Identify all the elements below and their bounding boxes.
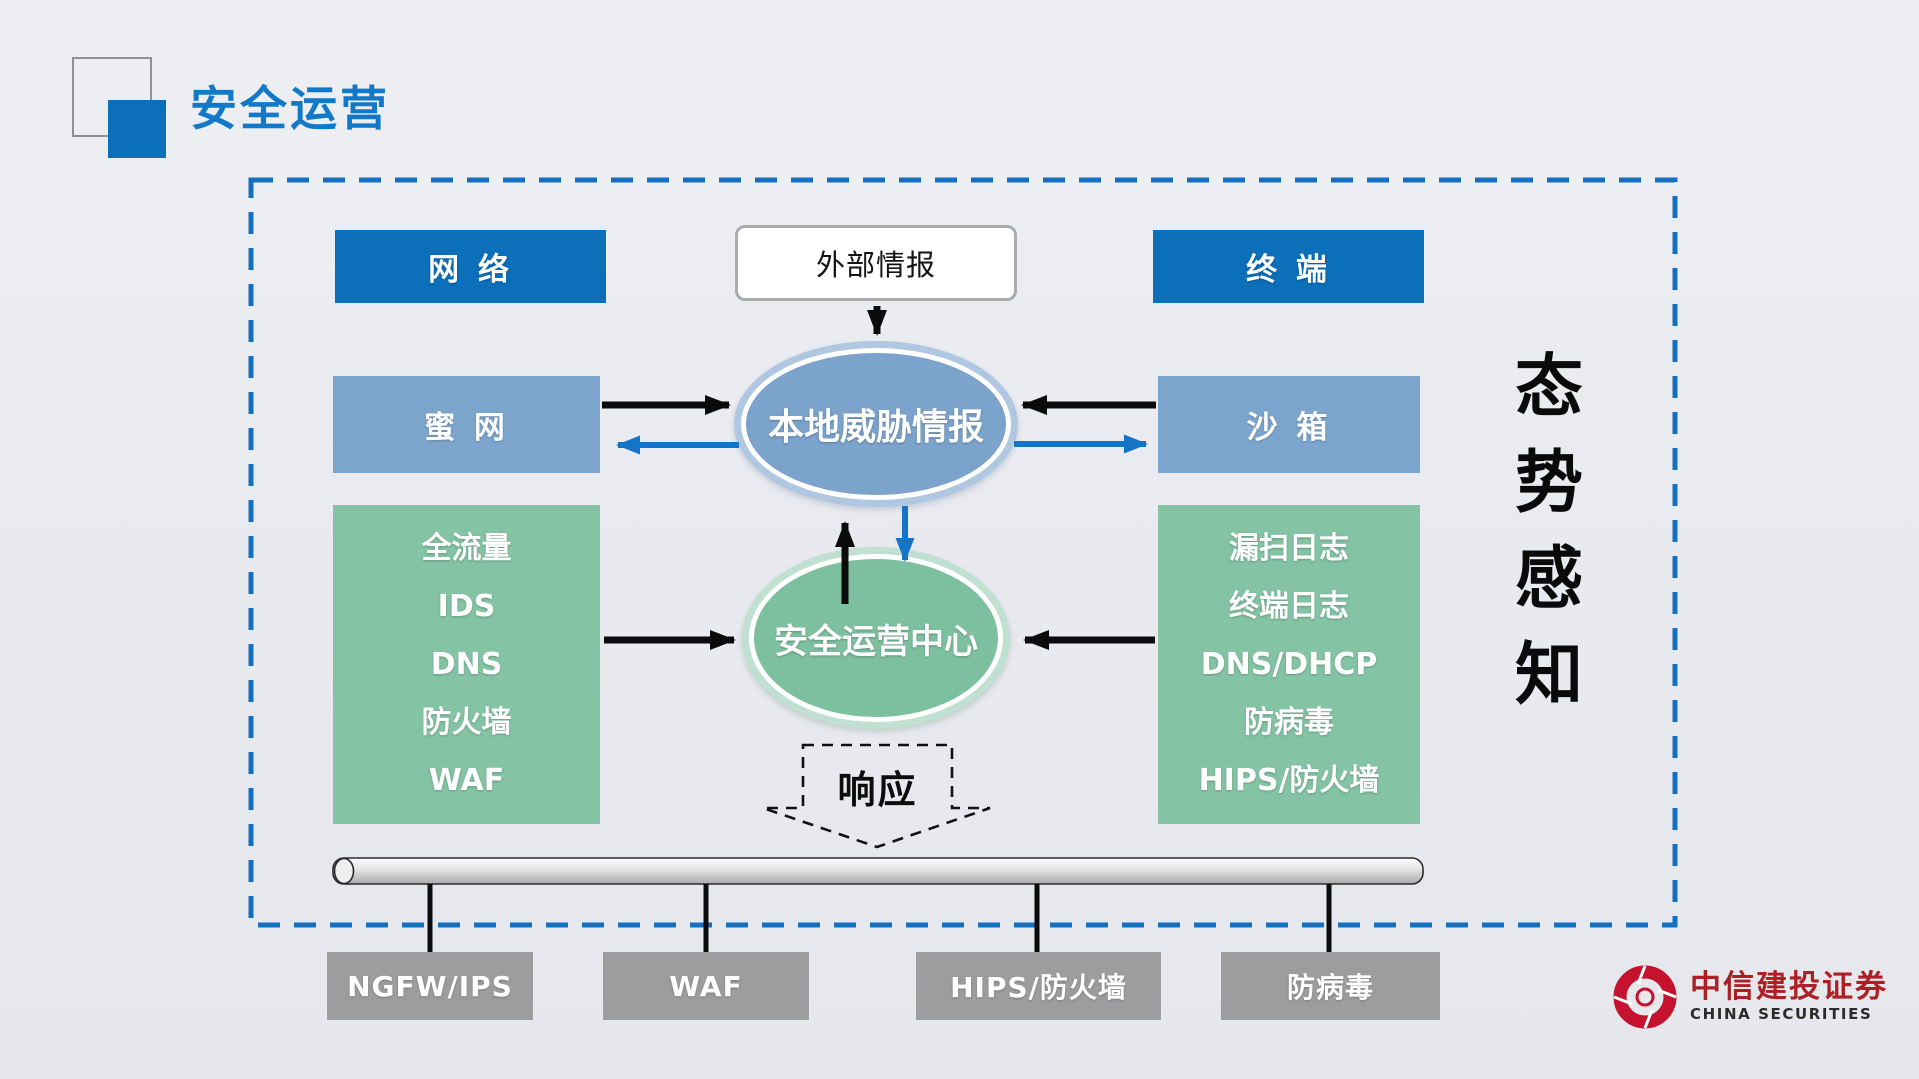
network-source-item: 全流量 xyxy=(421,531,512,566)
honeynet-box: 蜜 网 xyxy=(333,376,600,473)
terminal-source-item: DNS/DHCP xyxy=(1200,647,1378,682)
zone-terminal-box: 终 端 xyxy=(1153,230,1424,303)
situational-awareness-label: 态 势 感 知 xyxy=(1512,352,1586,712)
side-label-char: 势 xyxy=(1514,444,1583,523)
network-source-item: DNS xyxy=(430,647,503,682)
title-marker-blue-square xyxy=(108,100,166,158)
device-hips-firewall-box: HIPS/防火墙 xyxy=(916,952,1161,1020)
terminal-sources-box: 漏扫日志 终端日志 DNS/DHCP 防病毒 HIPS/防火墙 xyxy=(1158,505,1420,824)
local-threat-intel-ellipse-ring: 本地威胁情报 xyxy=(741,348,1011,500)
local-threat-intel-label: 本地威胁情报 xyxy=(746,353,1006,495)
side-label-char: 知 xyxy=(1514,636,1583,715)
network-sources-box: 全流量 IDS DNS 防火墙 WAF xyxy=(333,505,600,824)
soc-label: 安全运营中心 xyxy=(754,559,998,717)
terminal-source-item: HIPS/防火墙 xyxy=(1198,763,1380,798)
network-source-item: 防火墙 xyxy=(421,705,512,740)
terminal-source-item: 漏扫日志 xyxy=(1229,531,1349,566)
china-securities-logo-icon xyxy=(1613,965,1677,1029)
external-intel-box: 外部情报 xyxy=(735,225,1017,301)
soc-ellipse: 安全运营中心 xyxy=(742,547,1010,729)
zone-network-box: 网 络 xyxy=(335,230,606,303)
response-label: 响应 xyxy=(837,767,918,812)
device-waf-box: WAF xyxy=(603,952,809,1020)
terminal-source-item: 防病毒 xyxy=(1244,705,1334,740)
company-logo: 中信建投证券 CHINA SECURITIES xyxy=(1610,962,1888,1032)
local-threat-intel-ellipse: 本地威胁情报 xyxy=(734,341,1018,507)
company-name-en: CHINA SECURITIES xyxy=(1690,1005,1873,1023)
soc-ellipse-ring: 安全运营中心 xyxy=(749,554,1003,722)
bus-pipe xyxy=(332,857,1424,885)
device-ngfw-ips-box: NGFW/IPS xyxy=(327,952,533,1020)
network-source-item: WAF xyxy=(428,763,505,798)
side-label-char: 态 xyxy=(1514,348,1583,427)
network-source-item: IDS xyxy=(437,589,496,624)
company-name-cn: 中信建投证券 xyxy=(1690,969,1888,1005)
terminal-source-item: 终端日志 xyxy=(1229,589,1349,624)
bus-pipe-left-cap xyxy=(333,857,355,885)
page-title: 安全运营 xyxy=(190,81,390,137)
side-label-char: 感 xyxy=(1514,540,1583,619)
company-logo-text: 中信建投证券 CHINA SECURITIES xyxy=(1690,970,1888,1024)
sandbox-box: 沙 箱 xyxy=(1158,376,1420,473)
device-antivirus-box: 防病毒 xyxy=(1221,952,1440,1020)
